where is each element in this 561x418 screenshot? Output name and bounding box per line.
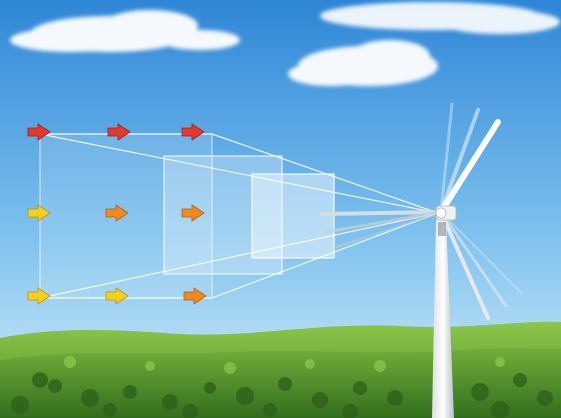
panel-front: [251, 173, 335, 259]
wind-turbine: [320, 102, 523, 418]
cloud-top-left: [10, 10, 240, 52]
wind-arrow-orange: [183, 287, 207, 305]
turbine-blades: [320, 102, 523, 320]
landscape-hills: [0, 321, 561, 418]
airflow-volume: [39, 133, 439, 299]
turbine-hub: [435, 207, 447, 219]
wind-arrow-red: [181, 123, 205, 141]
wind-arrow-yellow: [27, 204, 51, 222]
wind-arrows: [27, 123, 207, 305]
cloud-middle: [288, 40, 438, 86]
wind-arrow-orange: [181, 204, 205, 222]
turbine-tower: [432, 220, 454, 418]
wind-arrow-orange: [105, 204, 129, 222]
wind-arrow-red: [107, 123, 131, 141]
wind-arrow-red: [27, 123, 51, 141]
wind-arrow-yellow: [105, 287, 129, 305]
panel-middle: [163, 155, 283, 275]
cloud-top-right: [320, 2, 560, 34]
wind-arrow-yellow: [27, 287, 51, 305]
